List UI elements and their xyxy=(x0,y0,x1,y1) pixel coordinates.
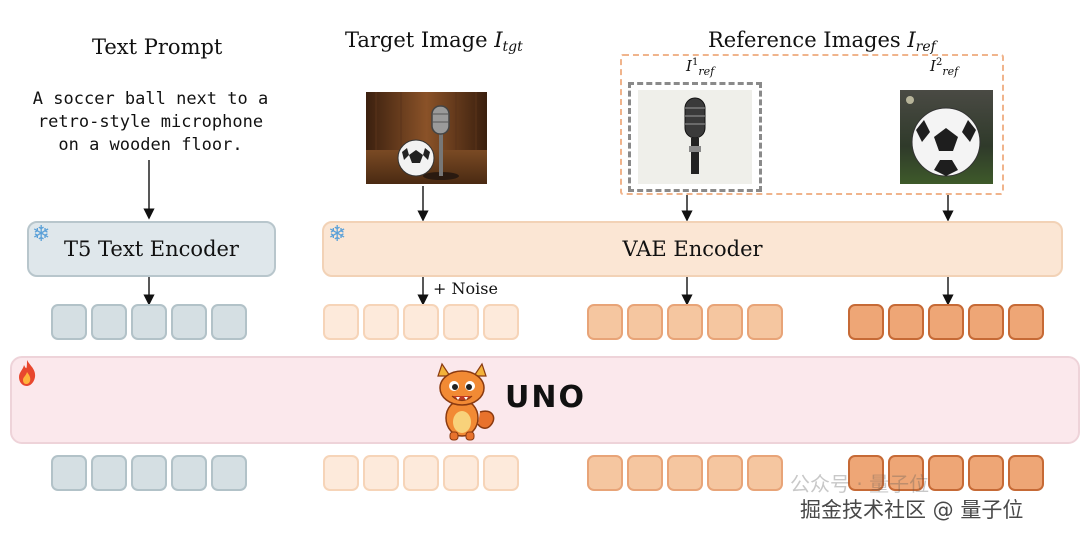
ref-1-frame xyxy=(628,82,762,192)
token xyxy=(483,455,519,491)
token xyxy=(171,304,207,340)
ref-1-image xyxy=(638,90,752,184)
noise-label: + Noise xyxy=(433,279,498,298)
token xyxy=(323,304,359,340)
token xyxy=(171,455,207,491)
prompt-line: on a wooden floor. xyxy=(58,135,243,155)
token xyxy=(483,304,519,340)
token xyxy=(587,455,623,491)
token xyxy=(211,304,247,340)
token xyxy=(403,304,439,340)
prompt-line: A soccer ball next to a xyxy=(32,89,269,109)
token xyxy=(627,455,663,491)
snowflake-icon: ❄ xyxy=(328,222,347,247)
ref2-token-row xyxy=(848,304,1044,340)
token xyxy=(323,455,359,491)
vae-encoder: VAE Encoder xyxy=(322,221,1063,277)
token xyxy=(211,455,247,491)
token xyxy=(91,304,127,340)
t5-text-encoder: T5 Text Encoder xyxy=(27,221,276,277)
ref-2-label: I2ref xyxy=(930,57,959,78)
token xyxy=(848,455,884,491)
token xyxy=(968,455,1004,491)
token xyxy=(968,304,1004,340)
token xyxy=(1008,304,1044,340)
token xyxy=(707,304,743,340)
token xyxy=(747,304,783,340)
token xyxy=(928,455,964,491)
token xyxy=(131,304,167,340)
ref2-token-row-output xyxy=(848,455,1044,491)
text-token-row-output xyxy=(51,455,247,491)
uno-model-band xyxy=(10,356,1080,444)
token xyxy=(848,304,884,340)
token xyxy=(363,455,399,491)
token xyxy=(928,304,964,340)
token xyxy=(403,455,439,491)
prompt-line: retro-style microphone xyxy=(37,112,264,132)
reference-images-group xyxy=(620,54,1004,195)
token xyxy=(363,304,399,340)
token xyxy=(888,455,924,491)
snowflake-icon: ❄ xyxy=(32,222,51,247)
noise-token-row xyxy=(323,304,519,340)
text-prompt-title: Text Prompt xyxy=(92,35,223,59)
token xyxy=(667,455,703,491)
token xyxy=(1008,455,1044,491)
token xyxy=(51,304,87,340)
ref-1-label: I1ref xyxy=(686,57,715,78)
token xyxy=(443,455,479,491)
prompt-text: A soccer ball next to a retro-style micr… xyxy=(18,88,283,157)
token xyxy=(91,455,127,491)
token xyxy=(707,455,743,491)
token xyxy=(667,304,703,340)
ref1-token-row-output xyxy=(587,455,783,491)
token xyxy=(131,455,167,491)
token xyxy=(51,455,87,491)
token xyxy=(443,304,479,340)
watermark-faint: 公众号 · 量子位 xyxy=(790,472,930,496)
dragon-mascot-icon xyxy=(437,362,495,441)
reference-images-title: Reference Images Iref xyxy=(708,28,936,55)
target-image-title: Target Image Itgt xyxy=(345,28,523,55)
ref-2-image xyxy=(900,90,993,184)
token xyxy=(587,304,623,340)
target-image xyxy=(366,92,487,184)
noise-token-row-output xyxy=(323,455,519,491)
ref1-token-row xyxy=(587,304,783,340)
uno-label: UNO xyxy=(505,380,586,415)
text-token-row xyxy=(51,304,247,340)
flame-icon xyxy=(19,360,36,386)
watermark: 掘金技术社区 @ 量子位 xyxy=(800,498,1024,522)
token xyxy=(627,304,663,340)
token xyxy=(888,304,924,340)
token xyxy=(747,455,783,491)
